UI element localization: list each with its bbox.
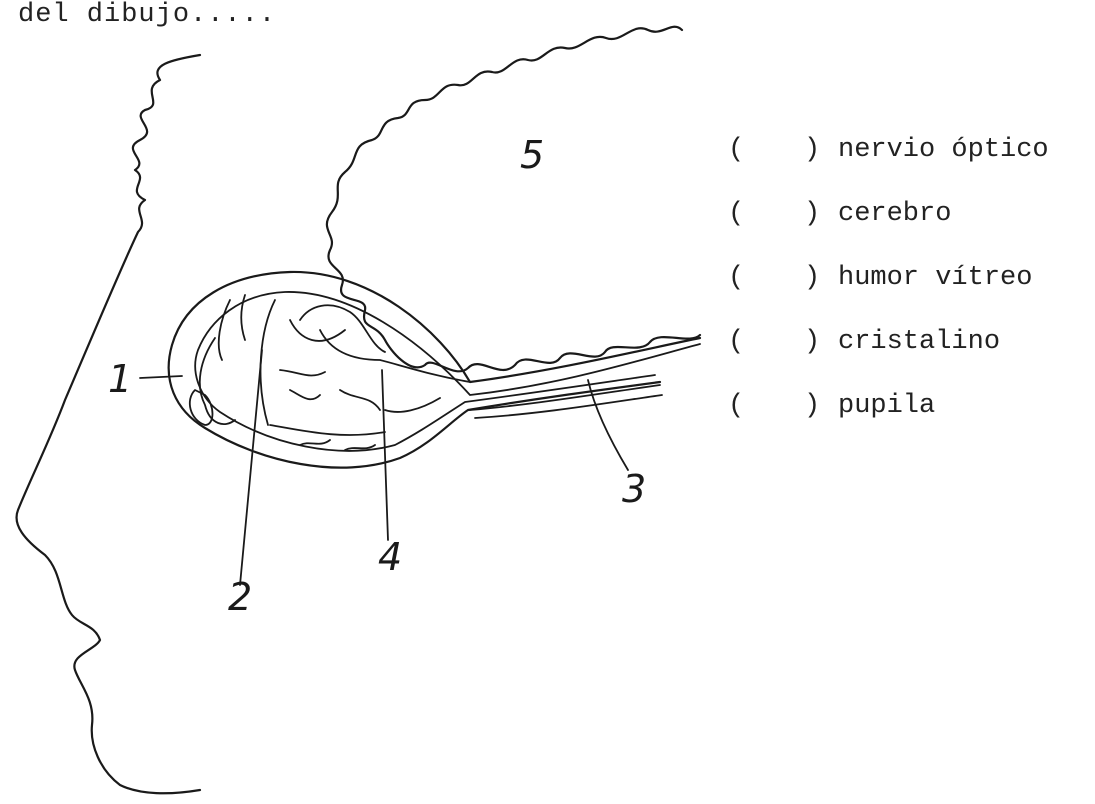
brain-outline bbox=[325, 25, 702, 373]
option-row[interactable]: ( ) cerebro bbox=[728, 182, 1049, 246]
front-chamber bbox=[198, 337, 236, 425]
option-row[interactable]: ( ) pupila bbox=[728, 374, 1049, 438]
close-paren: ) bbox=[804, 199, 821, 229]
open-paren: ( bbox=[728, 199, 745, 229]
open-paren: ( bbox=[728, 263, 745, 293]
option-label: pupila bbox=[838, 391, 936, 421]
lens-outline bbox=[188, 389, 214, 426]
open-paren: ( bbox=[728, 135, 745, 165]
face-profile-outline bbox=[15, 53, 202, 795]
retina-vessels-1 bbox=[217, 294, 471, 451]
label-number-5: 5 bbox=[520, 133, 544, 177]
close-paren: ) bbox=[804, 263, 821, 293]
open-paren: ( bbox=[728, 327, 745, 357]
optic-nerve bbox=[469, 384, 663, 419]
close-paren: ) bbox=[804, 391, 821, 421]
label-number-2: 2 bbox=[228, 575, 252, 619]
close-paren: ) bbox=[804, 135, 821, 165]
label-number-4: 4 bbox=[378, 535, 402, 579]
option-label: nervio óptico bbox=[838, 135, 1049, 165]
eyeball-outer bbox=[167, 270, 702, 469]
leader-line-1 bbox=[139, 375, 183, 379]
leader-line-2 bbox=[239, 349, 263, 586]
option-label: cristalino bbox=[838, 327, 1001, 357]
leader-line-4 bbox=[381, 369, 389, 541]
instruction-text: del dibujo..... bbox=[18, 0, 277, 30]
label-number-3: 3 bbox=[622, 467, 646, 511]
option-row[interactable]: ( ) humor vítreo bbox=[728, 246, 1049, 310]
option-label: cerebro bbox=[838, 199, 952, 229]
answer-options: ( ) nervio óptico ( ) cerebro ( ) humor … bbox=[728, 118, 1049, 438]
option-row[interactable]: ( ) nervio óptico bbox=[728, 118, 1049, 182]
option-label: humor vítreo bbox=[838, 263, 1033, 293]
option-row[interactable]: ( ) cristalino bbox=[728, 310, 1049, 374]
open-paren: ( bbox=[728, 391, 745, 421]
close-paren: ) bbox=[804, 327, 821, 357]
leader-line-3 bbox=[587, 379, 629, 471]
eyeball-inner-1 bbox=[194, 291, 701, 452]
label-number-1: 1 bbox=[108, 357, 132, 401]
